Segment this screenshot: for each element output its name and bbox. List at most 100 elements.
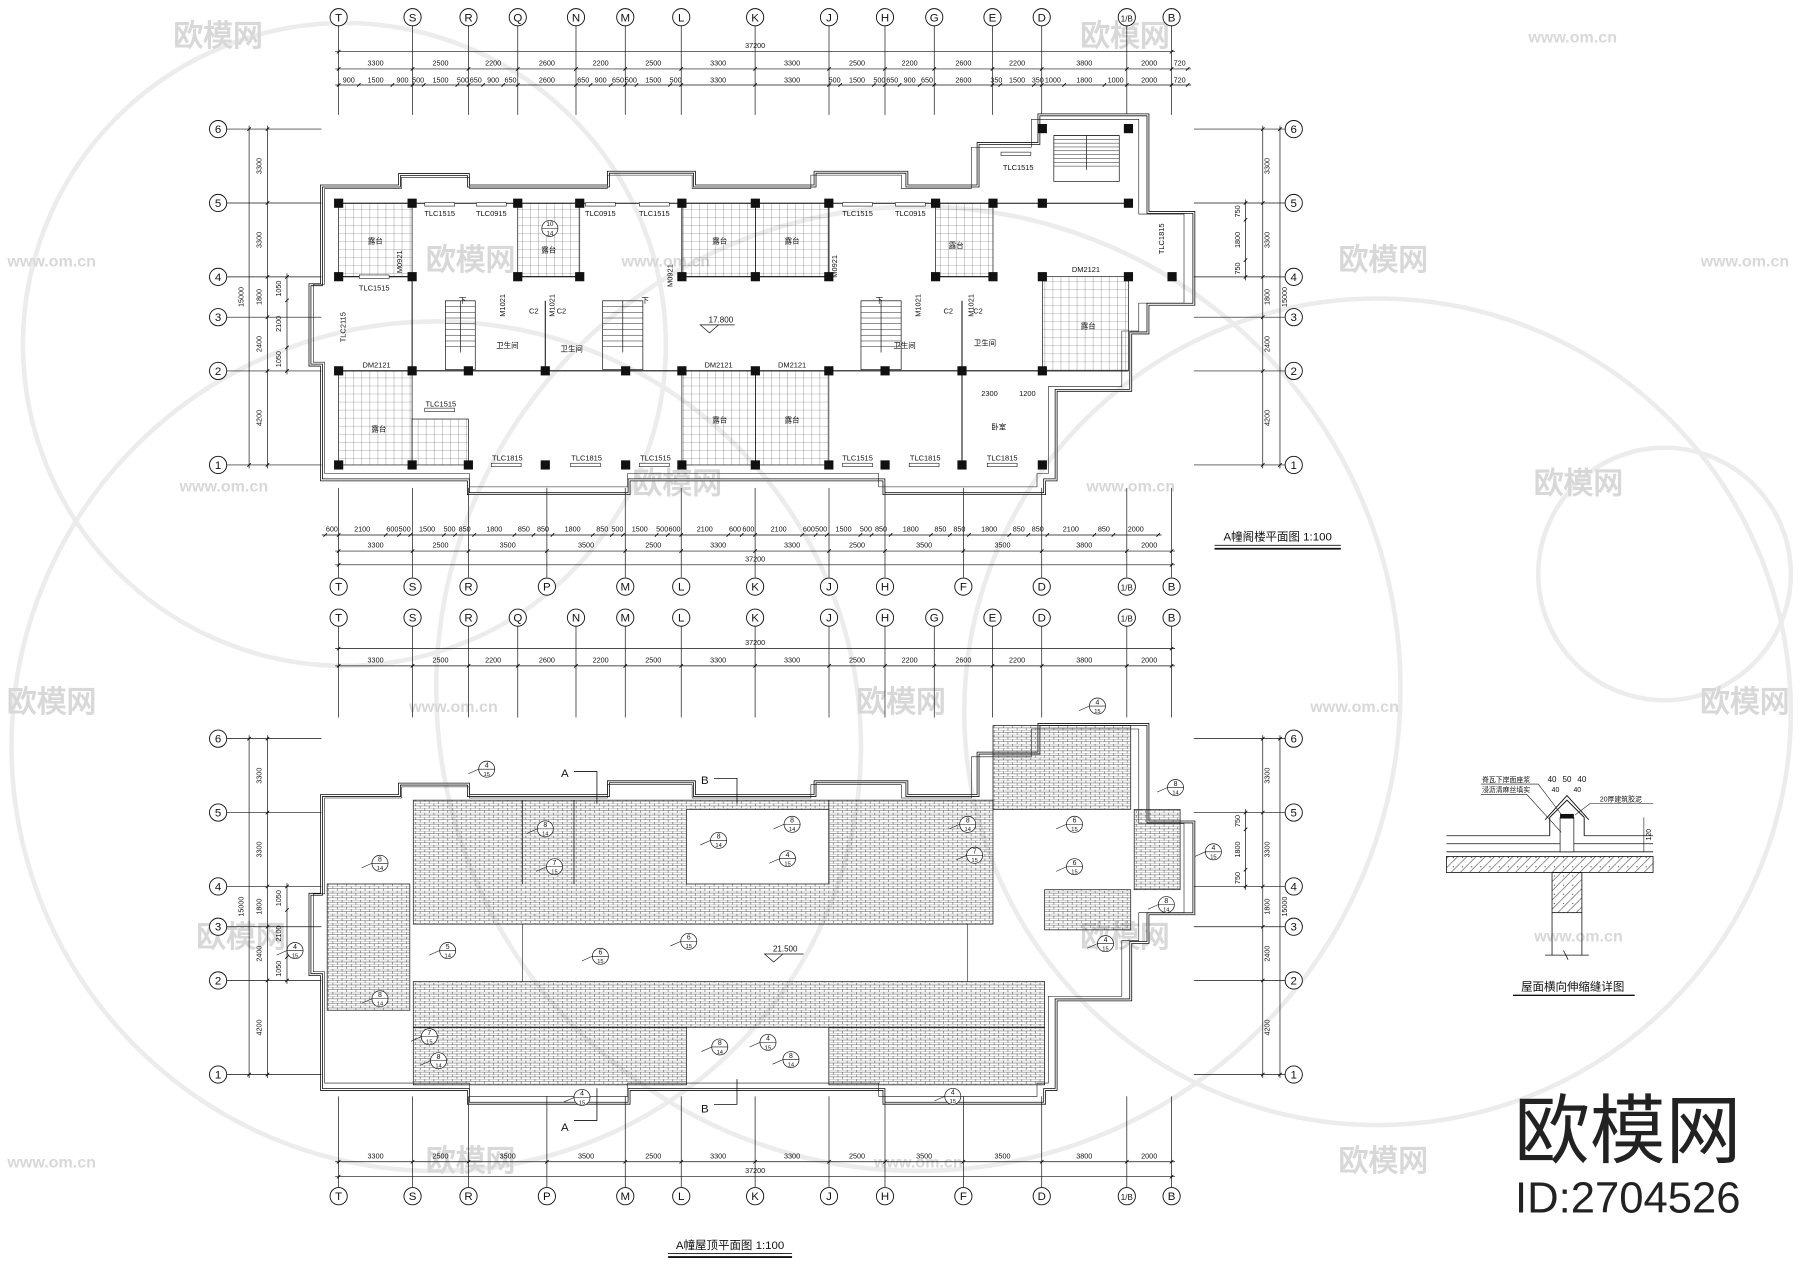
dimension-value: 650 — [921, 76, 933, 85]
callout-bottom: 14 — [1163, 908, 1170, 914]
plan-label: TLC1815 — [987, 453, 1018, 462]
dimension-tick — [1243, 200, 1248, 206]
dimension-tick — [1260, 736, 1265, 741]
stair — [860, 300, 902, 371]
detail-callout: 814 — [1157, 779, 1184, 796]
callout-top: 8 — [543, 822, 547, 829]
axis-bubble — [403, 1187, 422, 1206]
dimension-value: 2200 — [902, 655, 918, 664]
callout-top: 5 — [446, 944, 450, 951]
joint-filler — [1559, 817, 1575, 853]
axis-bubble — [1032, 577, 1051, 596]
dimension-value: 600 — [386, 525, 398, 534]
dimension-tick — [871, 82, 876, 88]
axis-label: T — [335, 12, 342, 24]
axis-bubble — [925, 608, 944, 627]
dimension-tick — [336, 82, 341, 88]
plan-label: 露台 — [712, 414, 727, 424]
plan-label: TLC0915 — [585, 209, 616, 218]
dimension-value: 900 — [595, 76, 607, 85]
dimension-tick — [1243, 258, 1248, 263]
axis-label: 1 — [1291, 1070, 1297, 1082]
structural-column — [750, 198, 760, 208]
dimension-value: 2400 — [1263, 946, 1272, 962]
dimension-tick — [947, 532, 952, 538]
callout-bottom: 15 — [551, 870, 557, 876]
terrace-tiled-floor — [935, 202, 994, 278]
axis-bubble — [1032, 1187, 1051, 1206]
dimension-tick — [1260, 274, 1265, 279]
dimension-tick — [1243, 217, 1248, 222]
dimension-tick — [609, 532, 614, 538]
dimension-value: 4200 — [1263, 410, 1272, 426]
detail-callout: 814 — [361, 854, 389, 872]
structural-column — [540, 366, 550, 376]
callout-top: 8 — [378, 992, 382, 999]
axis-label: G — [930, 12, 939, 24]
axis-bubble — [746, 1187, 765, 1206]
dimension-value: 2000 — [1141, 1151, 1157, 1160]
dimension-tick — [1260, 368, 1265, 373]
dimension-value: 37200 — [745, 41, 765, 50]
dimension-value: 3300 — [784, 655, 800, 664]
dimension-value: 750 — [1233, 205, 1242, 217]
dimension-tick — [323, 532, 328, 538]
axis-label: 1/B — [1121, 14, 1133, 23]
structural-column — [1167, 272, 1177, 282]
dimension-tick — [928, 532, 933, 538]
dimension-tick — [654, 532, 659, 538]
axis-label: M — [620, 582, 630, 594]
dimension-value: 3300 — [710, 58, 726, 67]
plan-label: TLC1515 — [639, 209, 670, 218]
callout-bottom: 15 — [1094, 709, 1100, 715]
plan-label: TLC1815 — [571, 453, 602, 462]
dimension-tick — [1007, 532, 1012, 538]
structural-column — [407, 198, 417, 208]
dimension-value: 900 — [487, 76, 499, 85]
dimension-tick — [1039, 66, 1044, 71]
dimension-value: 2500 — [432, 655, 448, 664]
elevation-value: 17.800 — [709, 316, 734, 325]
callout-top: 8 — [790, 818, 794, 825]
axis-label: P — [543, 582, 551, 594]
watermark-url: www.om.cn — [1309, 698, 1399, 716]
ridge-cap — [1544, 794, 1590, 836]
sealant — [1560, 813, 1574, 819]
dimension-value: 1800 — [486, 525, 502, 534]
axis-label: J — [826, 582, 832, 594]
dimension-value: 600 — [729, 525, 741, 534]
dimension-tick — [679, 66, 684, 71]
axis-bubble — [672, 608, 691, 627]
callout-bottom: 15 — [784, 862, 790, 868]
axis-label: N — [572, 12, 580, 24]
dimension-tick — [441, 532, 446, 538]
structural-column — [334, 366, 344, 376]
plan-label: TLC0915 — [476, 209, 507, 218]
dimension-value: 900 — [396, 76, 408, 85]
callout-bottom: 15 — [1071, 870, 1077, 876]
axis-label: H — [881, 1191, 889, 1203]
flat-roof-area — [686, 808, 830, 885]
structural-column — [1037, 272, 1047, 282]
dimension-value: 2100 — [274, 925, 283, 941]
callout-leader — [670, 941, 681, 947]
dimension-tick — [284, 884, 290, 889]
plan-label: 1200 — [1019, 389, 1036, 398]
dimension-tick — [1156, 532, 1161, 538]
dimension-value: 900 — [343, 76, 355, 85]
dimension-value: 3300 — [255, 232, 264, 248]
axis-bubble — [819, 1187, 839, 1206]
structural-column — [824, 366, 834, 376]
axis-bubble — [209, 308, 228, 327]
axis-label: P — [543, 1191, 551, 1203]
detail-note: 20厚建筑胶泥 — [1600, 794, 1642, 803]
dimension-tick — [466, 663, 471, 668]
section-cut-line — [714, 777, 738, 804]
dimension-value: 500 — [656, 525, 668, 534]
dimension-value: 500 — [611, 525, 623, 534]
detail-callout: 415 — [749, 1033, 777, 1051]
dimension-tick — [1243, 810, 1248, 815]
callout-leader — [361, 998, 373, 1004]
dimension-tick — [726, 532, 731, 538]
